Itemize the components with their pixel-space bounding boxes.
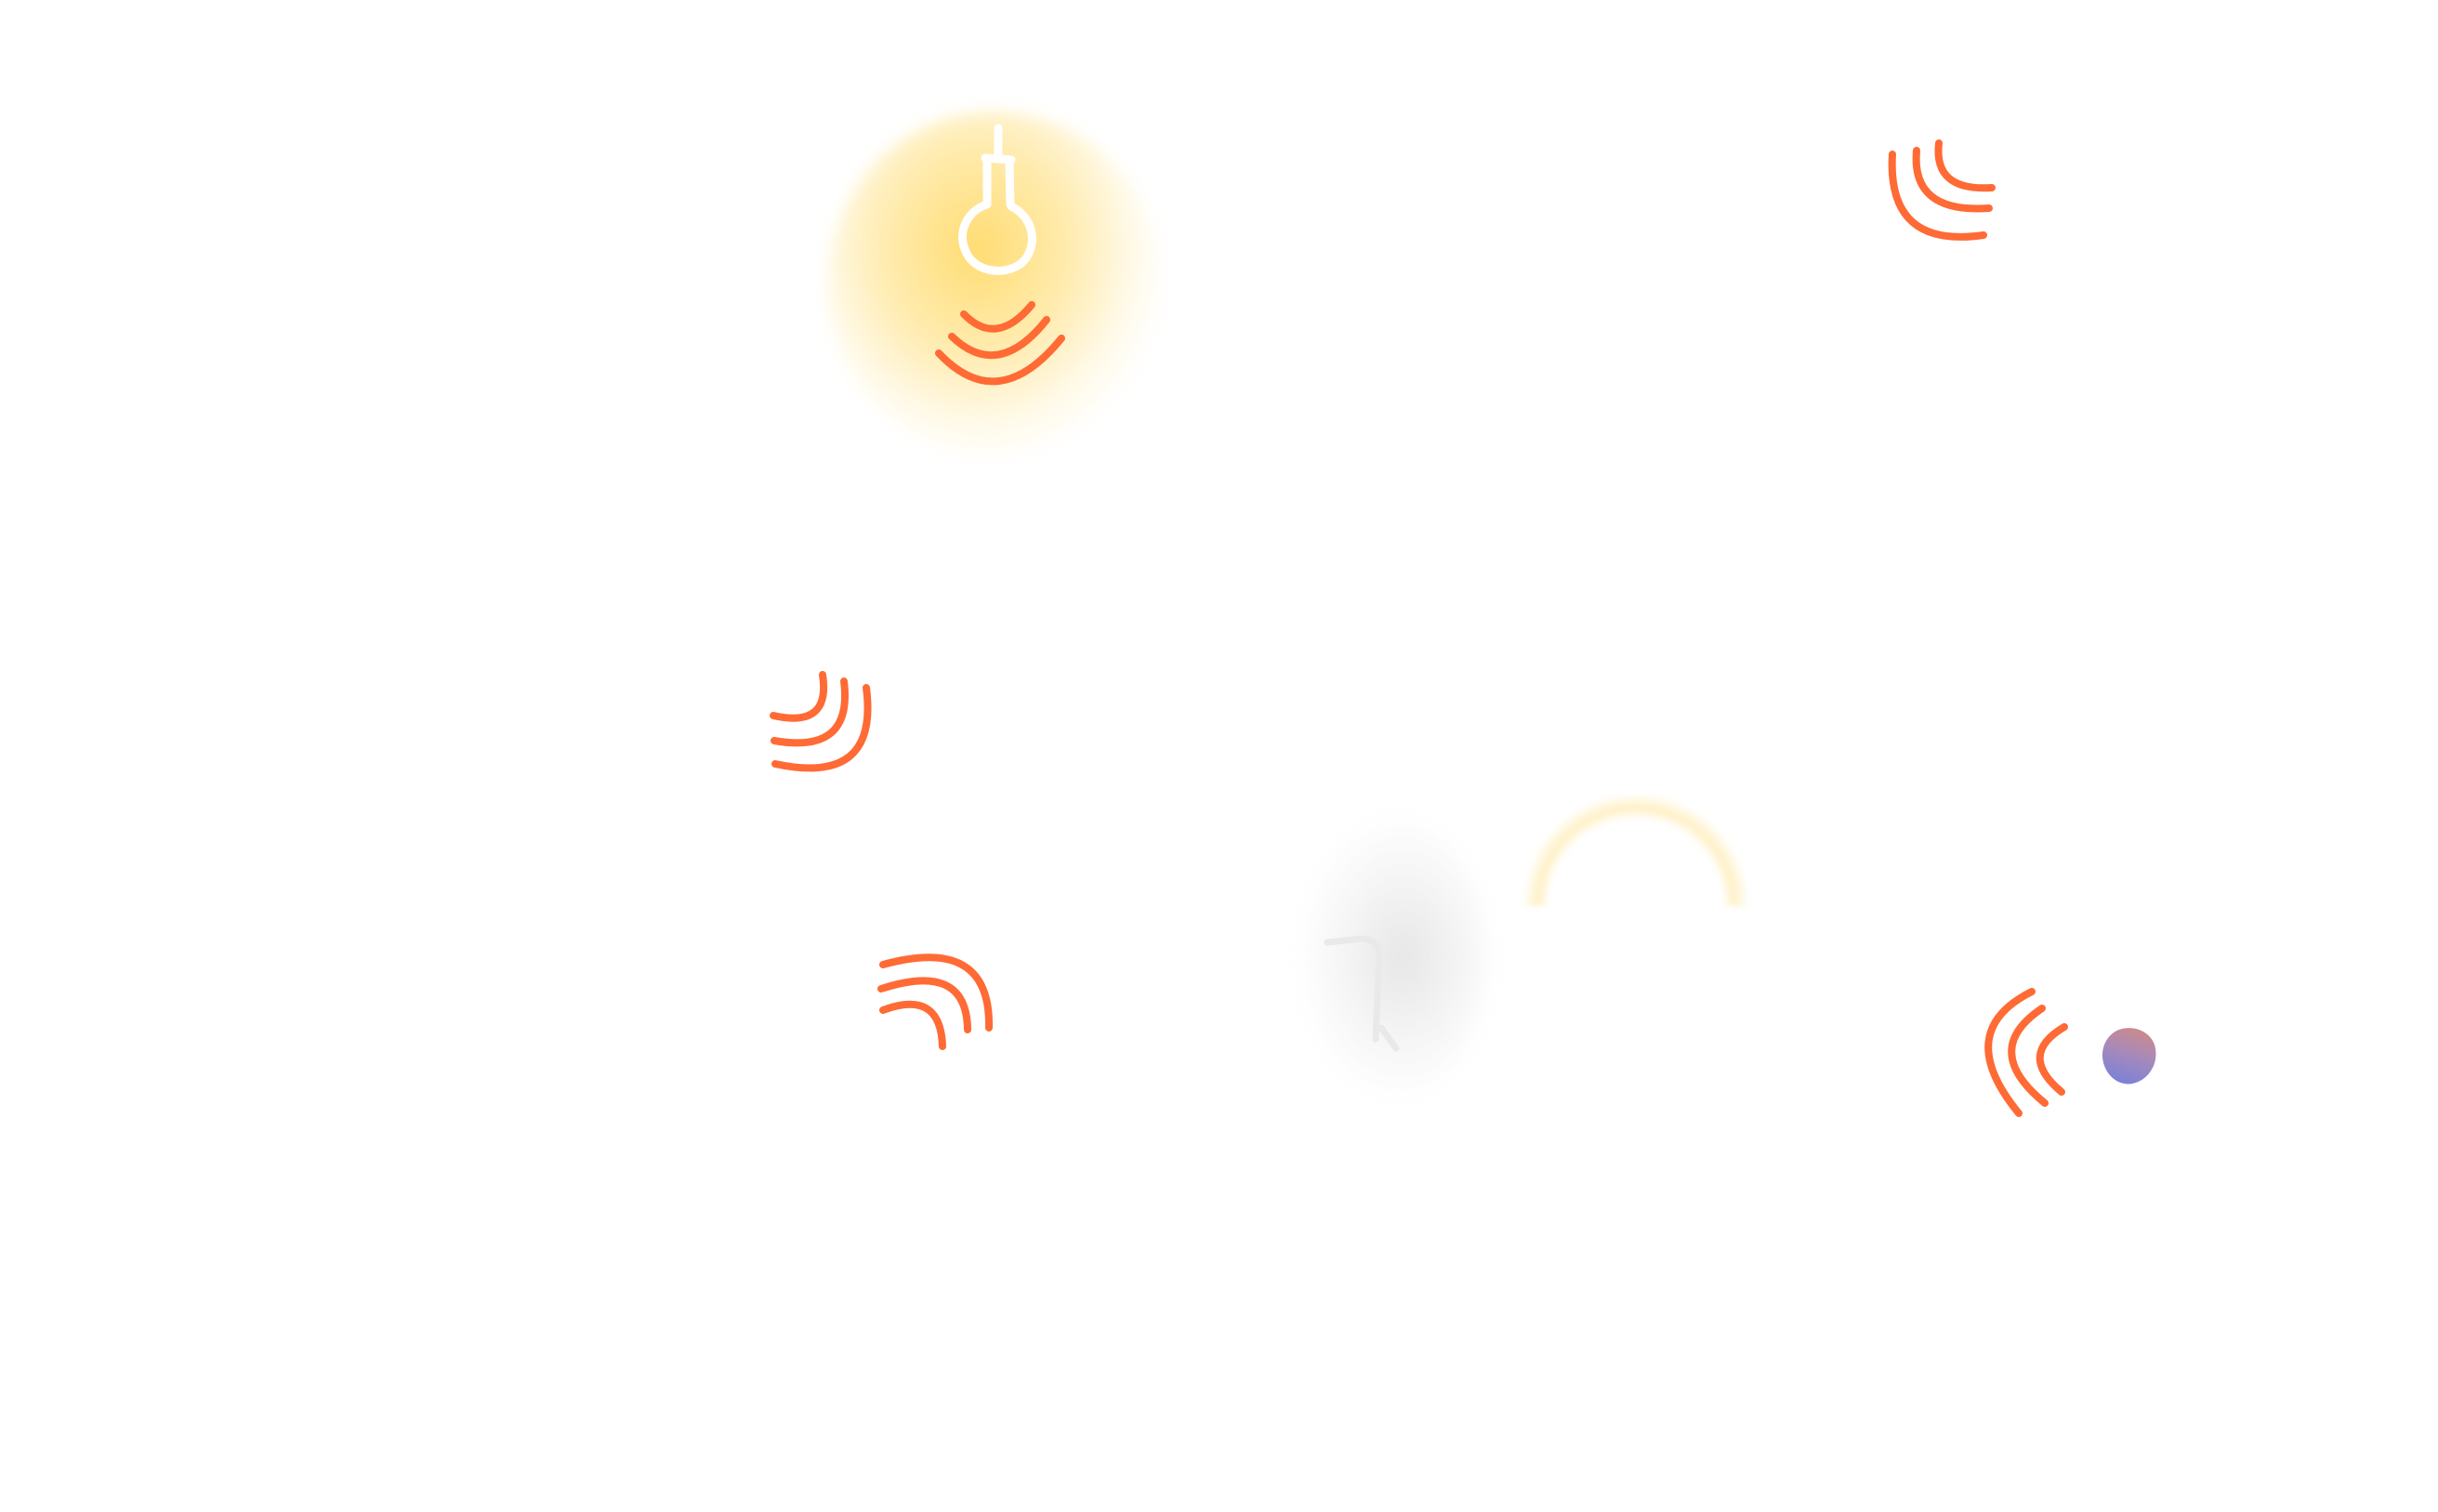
sound-waves-icon (935, 301, 1065, 386)
phone-outline-icon (1324, 935, 1400, 1052)
sound-waves-icon (1888, 139, 1996, 241)
sound-waves-icon (1984, 988, 2068, 1117)
sound-waves-icon (877, 953, 994, 1050)
sound-waves-icon (770, 671, 872, 772)
light-bulb-icon (958, 124, 1036, 275)
